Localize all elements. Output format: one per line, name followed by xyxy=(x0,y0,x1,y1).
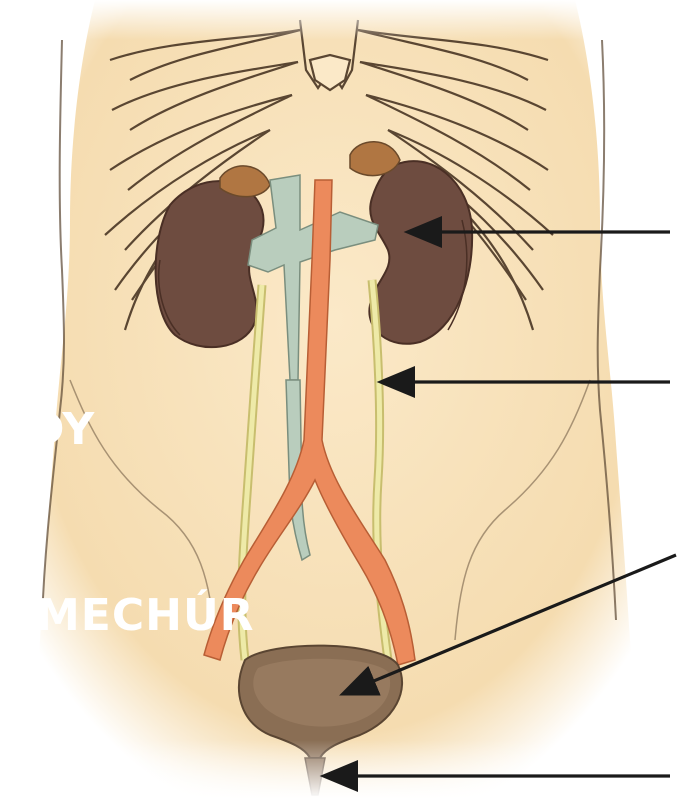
top-fade xyxy=(0,0,679,40)
kidneys-label: DY xyxy=(28,408,95,452)
bottom-fade xyxy=(0,740,679,799)
left-kidney xyxy=(156,181,264,347)
bladder-label: MECHÚR xyxy=(36,594,255,638)
